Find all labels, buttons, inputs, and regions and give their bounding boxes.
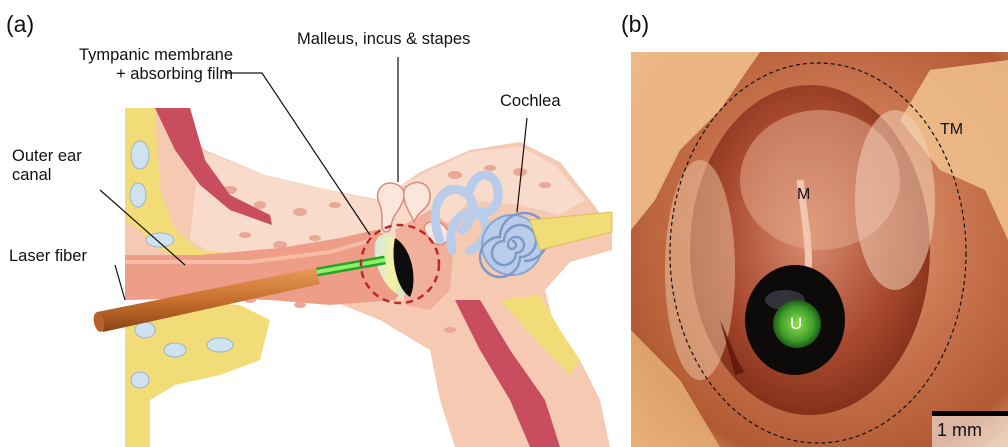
fat-lobule: [131, 372, 149, 388]
panel-label-a: (a): [6, 11, 34, 38]
scale-bar: [932, 411, 1008, 416]
middle-ear-photo: [631, 52, 1008, 447]
m-label: M: [797, 186, 810, 204]
panel-label-b: (b): [621, 11, 649, 38]
fat-lobule: [130, 183, 146, 207]
u-label: U: [790, 314, 802, 334]
tympanic-membrane-line2: + absorbing film: [53, 65, 233, 84]
fat-lobule: [164, 343, 186, 357]
outer-ear-canal-line1: Outer ear: [12, 147, 82, 166]
fat-lobule: [131, 141, 149, 169]
tm-label: TM: [940, 121, 963, 139]
outer-ear-canal-line2: canal: [12, 166, 82, 185]
outer-ear-canal-label: Outer ear canal: [12, 147, 82, 185]
tympanic-membrane-label: Tympanic membrane + absorbing film: [53, 46, 233, 84]
fat-lobule: [207, 338, 233, 352]
fat-lobule: [135, 322, 155, 338]
cochlea-label: Cochlea: [500, 92, 561, 111]
ossicles-label: Malleus, incus & stapes: [297, 30, 470, 49]
fat-lobule: [146, 233, 174, 247]
tympanic-membrane-line1: Tympanic membrane: [53, 46, 233, 65]
scale-bar-label: 1 mm: [937, 420, 982, 441]
laser-fiber-label: Laser fiber: [9, 247, 87, 266]
